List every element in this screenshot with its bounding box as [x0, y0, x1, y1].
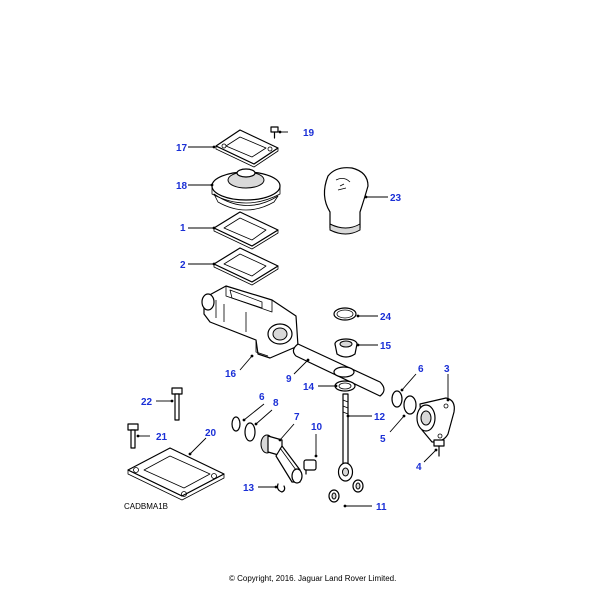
- copyright-text: © Copyright, 2016. Jaguar Land Rover Lim…: [229, 574, 396, 583]
- callout-12: 12: [374, 412, 386, 423]
- callout-9: 9: [286, 374, 292, 385]
- part-5-ring: [403, 395, 417, 415]
- part-6-ring-left: [231, 416, 241, 432]
- callout-22: 22: [141, 397, 153, 408]
- callout-8: 8: [273, 398, 279, 409]
- callout-3: 3: [444, 364, 450, 375]
- diagram-code: CADBMA1B: [124, 502, 168, 511]
- callout-6-right: 6: [418, 364, 424, 375]
- part-6-ring-right: [391, 390, 403, 408]
- part-11-fittings: [328, 479, 364, 503]
- callout-18: 18: [176, 181, 188, 192]
- part-19-screw: [270, 126, 279, 139]
- part-8-ring: [244, 422, 256, 442]
- callout-4: 4: [416, 462, 422, 473]
- part-9-shaft: [292, 343, 385, 397]
- callout-5: 5: [380, 434, 386, 445]
- part-10-pin: [303, 459, 317, 475]
- callout-7: 7: [294, 412, 300, 423]
- callout-15: 15: [380, 341, 392, 352]
- part-1-gasket: [213, 211, 279, 250]
- callout-1: 1: [180, 223, 186, 234]
- part-4-bolt: [433, 439, 445, 457]
- part-12-lever: [337, 393, 354, 482]
- callout-16: 16: [225, 369, 237, 380]
- callout-23: 23: [390, 193, 402, 204]
- callout-14: 14: [303, 382, 315, 393]
- part-24-o-ring: [333, 307, 357, 321]
- leader-lines: [136, 130, 450, 508]
- part-15-bush: [334, 338, 358, 358]
- part-13-clip: [276, 483, 286, 493]
- part-2-gasket: [213, 247, 279, 286]
- callout-21: 21: [156, 432, 168, 443]
- callout-17: 17: [176, 143, 188, 154]
- callout-24: 24: [380, 312, 392, 323]
- part-3-flange: [416, 397, 455, 443]
- callout-2: 2: [180, 260, 186, 271]
- callout-19: 19: [303, 128, 315, 139]
- part-17-gasket-plate: [215, 129, 279, 168]
- callout-11: 11: [376, 502, 387, 513]
- part-23-gear-knob: [323, 167, 369, 235]
- part-18-gaiter: [211, 168, 281, 211]
- part-21-bolt: [127, 423, 139, 449]
- part-14-washer: [334, 380, 356, 392]
- callout-13: 13: [243, 483, 255, 494]
- part-20-base-plate: [127, 447, 225, 501]
- callout-labels: 17 19 18 1 2 23 24 15 16 9 14 12 3 6 5 4…: [141, 128, 450, 513]
- callout-20: 20: [205, 428, 217, 439]
- part-22-bolt: [171, 387, 183, 421]
- callout-6-left: 6: [259, 392, 265, 403]
- part-7-arm: [260, 434, 303, 484]
- part-16-housing: [201, 285, 299, 359]
- callout-10: 10: [311, 422, 323, 433]
